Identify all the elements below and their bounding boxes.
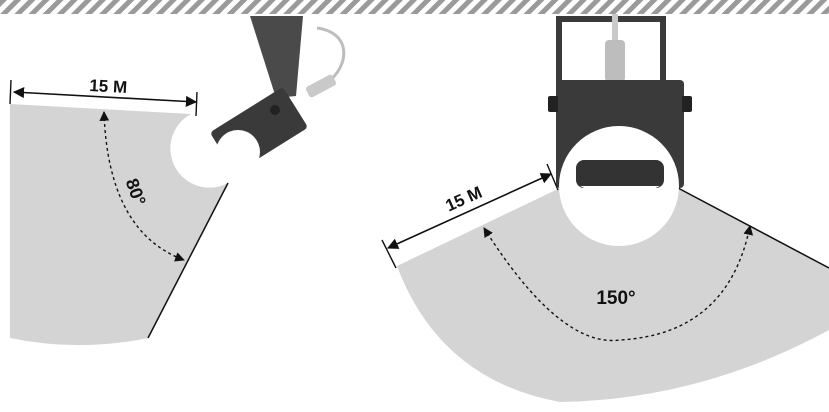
left-edge-line bbox=[147, 182, 229, 339]
left-distance-arrow bbox=[12, 86, 198, 108]
ceiling-strip bbox=[0, 0, 829, 14]
right-dim-tick-b bbox=[546, 163, 559, 191]
right-distance-arrow bbox=[386, 173, 553, 249]
left-mount-bracket bbox=[250, 16, 303, 98]
right-lens-cap bbox=[580, 186, 660, 196]
right-edge-line bbox=[677, 187, 829, 269]
left-diagram: 15 M 80° bbox=[9, 14, 360, 346]
left-detector-knob bbox=[270, 105, 280, 115]
left-coverage-area bbox=[10, 104, 228, 346]
right-angle-arc bbox=[483, 225, 754, 342]
left-lens-cutout bbox=[216, 130, 260, 174]
right-diagram: 15 M 150° bbox=[381, 14, 829, 402]
right-connector bbox=[605, 40, 625, 82]
right-dim-tick-a bbox=[381, 239, 397, 269]
right-distance-label: 15 M bbox=[443, 183, 485, 216]
left-dim-tick-b bbox=[195, 91, 198, 117]
left-connector bbox=[305, 74, 337, 98]
left-dim-tick-a bbox=[9, 79, 12, 105]
right-cable bbox=[612, 14, 618, 42]
right-side-knob-right bbox=[682, 96, 692, 112]
left-distance-label: 15 M bbox=[89, 76, 128, 97]
right-angle-label: 150° bbox=[596, 288, 635, 309]
right-lens-rim bbox=[576, 160, 664, 188]
right-side-knob-left bbox=[548, 96, 558, 112]
